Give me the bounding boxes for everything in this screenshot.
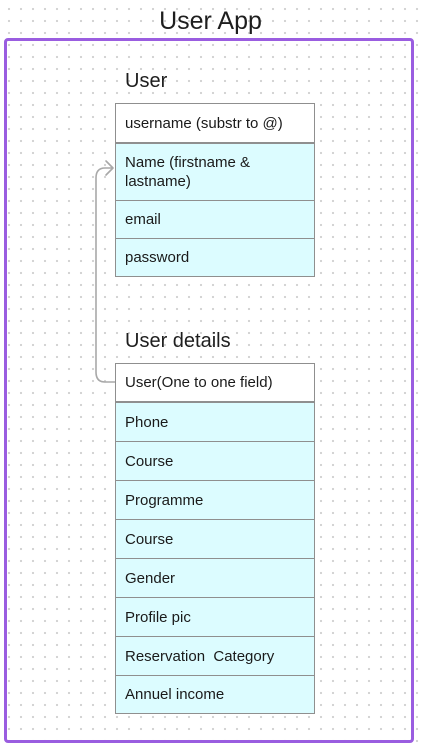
user-field-password[interactable]: password (116, 238, 314, 276)
user-table-title: User (125, 70, 168, 92)
user-details-table[interactable]: User(One to one field) Phone Course Prog… (115, 363, 315, 714)
user-details-field-reservation-category[interactable]: Reservation Category (116, 636, 314, 675)
user-details-field-course[interactable]: Course (116, 441, 314, 480)
connector-arrowhead (105, 160, 114, 176)
app-title: User App (159, 7, 262, 35)
user-details-field-phone[interactable]: Phone (116, 402, 314, 441)
user-field-username[interactable]: username (substr to @) (116, 104, 314, 143)
user-details-field-programme[interactable]: Programme (116, 480, 314, 519)
user-field-name[interactable]: Name (firstname & lastname) (116, 143, 314, 200)
user-field-email[interactable]: email (116, 200, 314, 238)
connector-line (95, 167, 115, 383)
user-details-field-gender[interactable]: Gender (116, 558, 314, 597)
app-frame[interactable] (4, 38, 414, 743)
user-table[interactable]: username (substr to @) Name (firstname &… (115, 103, 315, 277)
user-details-field-user[interactable]: User(One to one field) (116, 364, 314, 402)
user-details-table-title: User details (125, 330, 231, 352)
user-details-field-course-2[interactable]: Course (116, 519, 314, 558)
user-details-field-annual-income[interactable]: Annuel income (116, 675, 314, 713)
user-details-field-profile-pic[interactable]: Profile pic (116, 597, 314, 636)
